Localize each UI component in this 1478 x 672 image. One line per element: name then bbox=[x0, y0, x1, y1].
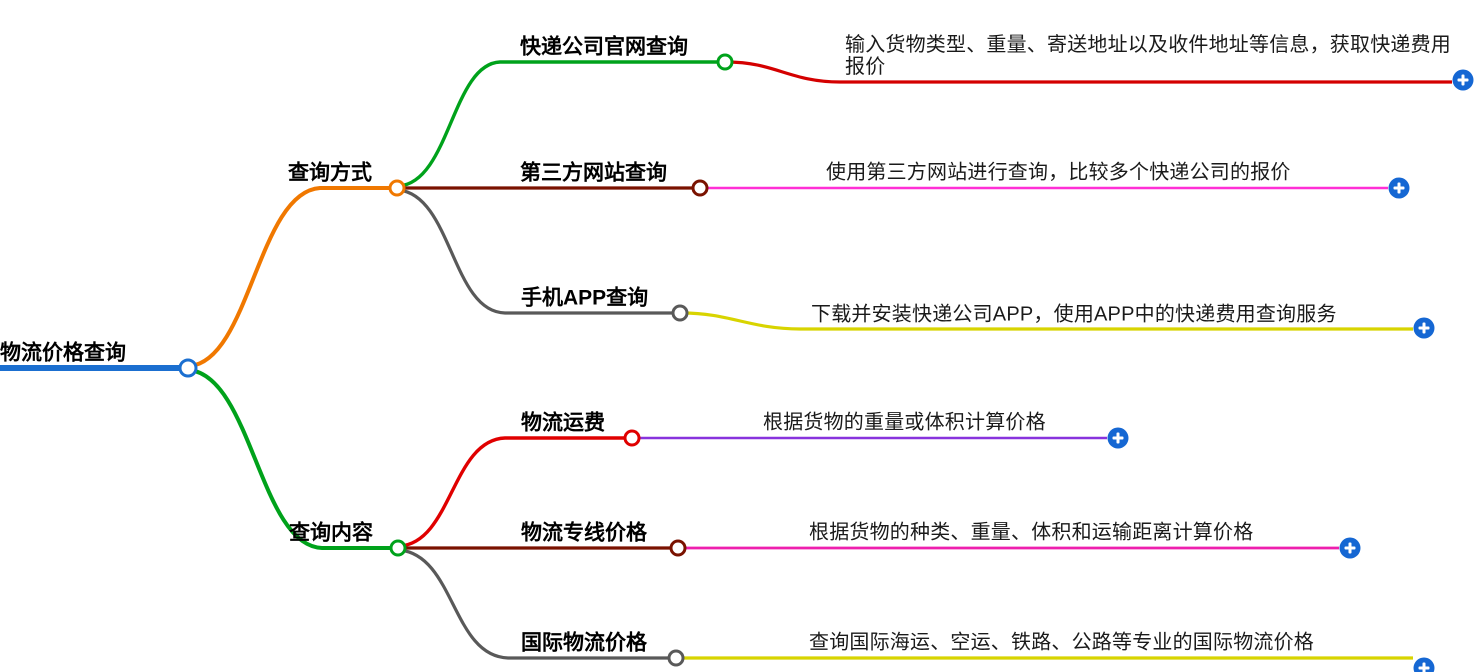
topic-label-international[interactable]: 国际物流价格 bbox=[521, 631, 647, 655]
plus-icon bbox=[1422, 662, 1426, 672]
expand-button-third-party[interactable] bbox=[1388, 177, 1410, 199]
link-root-query-method bbox=[189, 186, 397, 368]
topic-label-third-party[interactable]: 第三方网站查询 bbox=[520, 161, 667, 185]
detail-label-dedicated-line[interactable]: 根据货物的种类、重量、体积和运输距离计算价格 bbox=[809, 521, 1254, 544]
plus-icon bbox=[1348, 542, 1352, 554]
topic-label-dedicated-line[interactable]: 物流专线价格 bbox=[521, 521, 647, 545]
detail-label-mobile-app[interactable]: 下载并安装快递公司APP，使用APP中的快递费用查询服务 bbox=[811, 303, 1337, 326]
topic-dot-international[interactable] bbox=[667, 649, 685, 667]
branch-dot-query-method[interactable] bbox=[388, 179, 406, 197]
expand-button-official-site[interactable] bbox=[1452, 69, 1474, 91]
root-node-dot[interactable] bbox=[178, 358, 198, 378]
topic-label-mobile-app[interactable]: 手机APP查询 bbox=[521, 286, 649, 310]
plus-icon bbox=[1116, 432, 1120, 444]
topic-dot-third-party[interactable] bbox=[691, 179, 709, 197]
topic-label-freight-cost[interactable]: 物流运费 bbox=[521, 411, 605, 435]
plus-icon bbox=[1422, 322, 1426, 334]
detail-label-international[interactable]: 查询国际海运、空运、铁路、公路等专业的国际物流价格 bbox=[809, 631, 1314, 654]
branch-label-query-content[interactable]: 查询内容 bbox=[289, 521, 373, 545]
expand-button-dedicated-line[interactable] bbox=[1339, 537, 1361, 559]
topic-dot-dedicated-line[interactable] bbox=[669, 539, 687, 557]
plus-icon bbox=[1461, 74, 1465, 86]
plus-icon bbox=[1397, 182, 1401, 194]
root-node-label[interactable]: 物流价格查询 bbox=[0, 341, 126, 365]
expand-button-freight-cost[interactable] bbox=[1107, 427, 1129, 449]
branch-label-query-method[interactable]: 查询方式 bbox=[288, 161, 372, 185]
expand-button-international[interactable] bbox=[1413, 657, 1435, 672]
topic-label-official-site[interactable]: 快递公司官网查询 bbox=[520, 35, 688, 59]
expand-button-mobile-app[interactable] bbox=[1413, 317, 1435, 339]
detail-label-official-site[interactable]: 输入货物类型、重量、寄送地址以及收件地址等信息，获取快递费用报价 bbox=[845, 34, 1451, 79]
branch-dot-query-content[interactable] bbox=[389, 539, 407, 557]
topic-dot-freight-cost[interactable] bbox=[623, 429, 641, 447]
topic-dot-official-site[interactable] bbox=[716, 53, 734, 71]
detail-label-freight-cost[interactable]: 根据货物的重量或体积计算价格 bbox=[763, 411, 1046, 434]
topic-dot-mobile-app[interactable] bbox=[671, 304, 689, 322]
detail-label-third-party[interactable]: 使用第三方网站进行查询，比较多个快递公司的报价 bbox=[826, 161, 1291, 184]
